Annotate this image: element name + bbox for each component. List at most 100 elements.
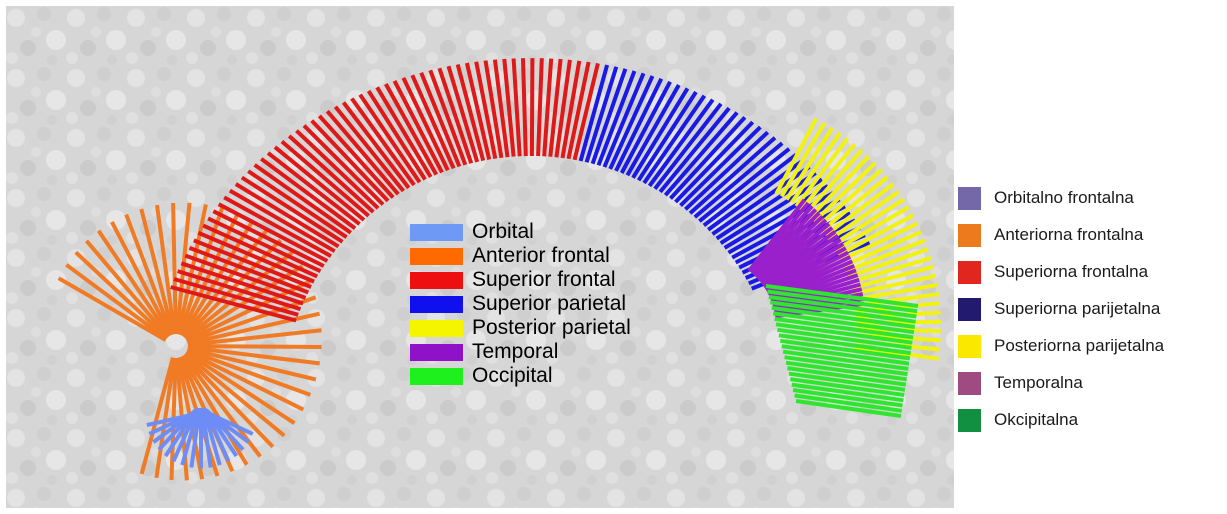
fiber-superior-frontal: [173, 277, 299, 317]
fiber-superior-frontal: [392, 79, 444, 174]
fiber-superior-frontal: [384, 83, 439, 176]
fiber-temporal: [754, 211, 821, 278]
fiber-anterior-frontal: [57, 276, 167, 342]
fiber-superior-parietal: [619, 80, 672, 174]
fiber-occipital: [778, 333, 911, 356]
fiber-orbital: [146, 412, 194, 428]
legend-label: Anteriorna frontalna: [994, 225, 1144, 244]
fiber-anterior-frontal: [183, 352, 286, 438]
fiber-superior-parietal: [698, 147, 791, 223]
fiber-superior-parietal: [578, 64, 610, 162]
legend-label: Occipital: [472, 364, 553, 387]
fiber-superior-parietal: [584, 66, 619, 163]
fiber-posterior-parietal: [812, 161, 877, 224]
fiber-anterior-frontal: [185, 264, 304, 342]
fiber-occipital: [784, 355, 908, 377]
fiber-posterior-parietal: [844, 238, 926, 274]
fiber-superior-parietal: [702, 153, 798, 227]
fiber-anterior-frontal: [180, 355, 249, 466]
fiber-superior-frontal: [212, 209, 325, 268]
fiber-anterior-frontal: [185, 350, 296, 425]
fiber-superior-frontal: [492, 59, 510, 158]
legend-label: Okcipitalna: [994, 410, 1079, 429]
fiber-bundles: [57, 58, 942, 481]
fiber-superior-frontal: [287, 134, 375, 214]
fiber-superior-frontal: [483, 60, 504, 159]
fiber-superior-frontal: [375, 86, 433, 179]
fiber-posterior-parietal: [774, 117, 819, 195]
fiber-temporal: [763, 238, 842, 290]
fiber-occipital: [782, 349, 909, 371]
fiber-superior-frontal: [234, 182, 340, 249]
fiber-superior-frontal: [310, 119, 390, 203]
fiber-superior-frontal: [536, 58, 544, 157]
fiber-posterior-parietal: [853, 282, 938, 302]
fiber-superior-parietal: [653, 102, 723, 191]
fiber-posterior-parietal: [779, 121, 827, 198]
fiber-occipital: [772, 311, 915, 335]
legend-swatch: [958, 224, 981, 247]
fiber-superior-frontal: [446, 65, 480, 163]
fiber-superior-frontal: [217, 202, 329, 263]
fiber-posterior-parietal: [840, 221, 919, 263]
fiber-superior-parietal: [719, 177, 823, 245]
fiber-anterior-frontal: [176, 204, 208, 335]
fiber-superior-parietal: [602, 72, 646, 168]
legend-label: Superiorna parijetalna: [994, 299, 1161, 318]
fiber-occipital: [775, 322, 913, 345]
fiber-superior-frontal: [542, 58, 554, 157]
legend-label: Temporalna: [994, 373, 1083, 392]
fiber-superior-frontal: [521, 58, 528, 157]
fiber-superior-frontal: [455, 63, 486, 162]
fiber-posterior-parietal: [850, 264, 934, 291]
fiber-occipital: [790, 377, 905, 397]
legend-label: Posterior parietal: [472, 316, 631, 339]
fiber-superior-frontal: [193, 238, 312, 289]
fiber-posterior-parietal: [834, 205, 910, 252]
fiber-anterior-frontal: [185, 349, 305, 412]
fiber-superior-frontal: [341, 101, 411, 190]
fiber-temporal: [755, 215, 824, 280]
fiber-anterior-frontal: [186, 295, 317, 344]
fiber-orbital: [189, 407, 202, 468]
fiber-orbital: [180, 407, 201, 466]
legend-swatch: [958, 372, 981, 395]
fiber-temporal: [758, 222, 831, 283]
fiber-superior-frontal: [428, 69, 468, 166]
fiber-anterior-frontal: [187, 345, 320, 366]
fiber-superior-frontal: [266, 151, 361, 226]
fiber-superior-frontal: [202, 223, 319, 279]
fiber-superior-parietal: [669, 115, 747, 200]
legend-swatch: [958, 409, 981, 432]
fiber-anterior-frontal: [124, 213, 174, 336]
fiber-superior-frontal: [207, 216, 322, 274]
fiber-temporal: [757, 218, 828, 282]
fiber-superior-frontal: [184, 253, 307, 300]
fiber-occipital: [785, 360, 907, 382]
fiber-posterior-parietal: [794, 137, 850, 208]
fiber-superior-parietal: [642, 94, 707, 185]
fiber-anterior-frontal: [65, 263, 168, 341]
fiber-superior-frontal: [180, 261, 304, 306]
fiber-temporal: [749, 201, 810, 274]
fiber-superior-frontal: [228, 188, 336, 253]
fiber-anterior-frontal: [84, 239, 170, 339]
fiber-superior-frontal: [253, 163, 352, 235]
fiber-superior-parietal: [636, 90, 698, 182]
fiber-superior-frontal: [554, 59, 572, 158]
legend-swatch: [410, 368, 463, 385]
fiber-superior-parietal: [608, 75, 655, 170]
fiber-occipital: [767, 289, 918, 314]
fiber-anterior-frontal: [171, 202, 178, 335]
fiber-superior-frontal: [511, 58, 522, 157]
fiber-superior-frontal: [529, 58, 535, 157]
fiber-posterior-parietal: [824, 182, 895, 237]
fiber-superior-frontal: [502, 58, 516, 157]
fiber-superior-frontal: [302, 124, 385, 206]
fiber-orbital: [203, 408, 231, 463]
fiber-posterior-parietal: [847, 247, 929, 279]
fiber-anterior-frontal: [96, 229, 171, 338]
fiber-superior-frontal: [273, 145, 366, 222]
fiber-occipital: [791, 382, 904, 403]
fiber-superior-frontal: [333, 105, 405, 193]
